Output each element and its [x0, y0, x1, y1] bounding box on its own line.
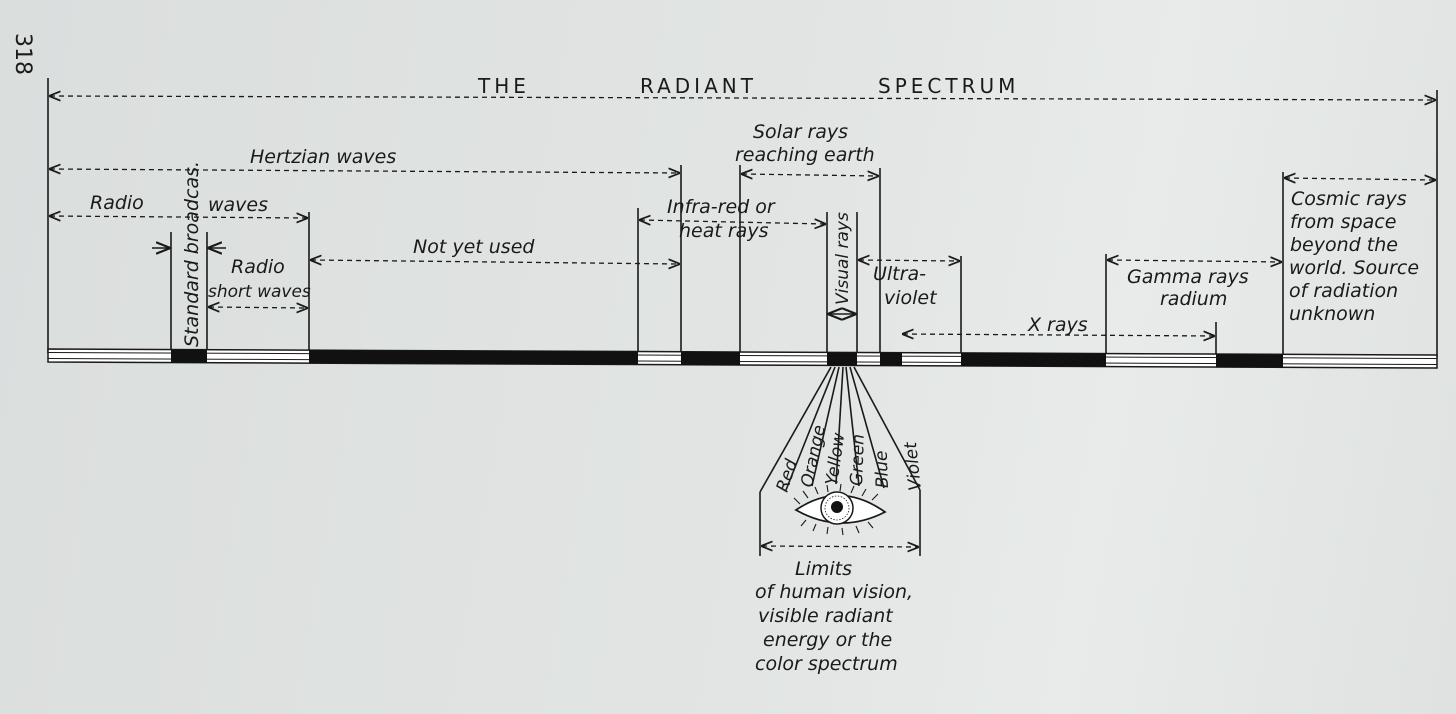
- label-ultraviolet-1: Ultra-: [873, 263, 926, 285]
- label-standard-broadcast: Standard broadcas.: [181, 161, 203, 347]
- label-radio-short-2: short waves: [208, 282, 311, 302]
- label-cosmic-6: unknown: [1289, 303, 1375, 325]
- label-ultraviolet-2: violet: [884, 287, 938, 309]
- title-word-radiant: RADIANT: [640, 74, 757, 98]
- color-label-violet: Violet: [901, 440, 926, 492]
- vision-line-1: Limits: [795, 558, 852, 580]
- bar-black-infrared: [681, 351, 740, 365]
- arrow-not-yet-used: [311, 260, 679, 264]
- bar-black-gamma: [1216, 354, 1283, 368]
- title-word-the: THE: [477, 74, 530, 98]
- arrow-cosmic-rays: [1285, 178, 1435, 180]
- label-solar-1: Solar rays: [753, 121, 848, 143]
- color-fan: [759, 366, 921, 493]
- label-visual-rays: Visual rays: [833, 212, 853, 305]
- label-radio-short-1: Radio: [231, 256, 285, 278]
- vision-line-5: color spectrum: [755, 653, 898, 675]
- spectrum-bar: [47, 348, 1438, 369]
- arrow-gamma-rays: [1108, 260, 1281, 262]
- bar-black-xrays: [961, 352, 1106, 367]
- label-cosmic-2: from space: [1290, 211, 1396, 233]
- label-gamma-1: Gamma rays: [1127, 266, 1249, 288]
- label-cosmic-3: beyond the: [1290, 234, 1398, 256]
- arrow-radio-waves: [50, 216, 307, 218]
- eye-icon: [793, 483, 887, 536]
- full-spectrum-arrow: [50, 96, 1435, 100]
- vision-line-3: visible radiant: [758, 605, 894, 627]
- label-cosmic-5: of radiation: [1289, 280, 1398, 302]
- arrow-infrared: [640, 220, 825, 224]
- label-solar-2: reaching earth: [735, 144, 875, 166]
- page-number: 318: [10, 33, 35, 75]
- arrow-solar-rays: [742, 174, 878, 176]
- title-word-spectrum: SPECTRUM: [878, 74, 1019, 98]
- label-cosmic-4: world. Source: [1289, 257, 1419, 279]
- label-cosmic-1: Cosmic rays: [1291, 188, 1407, 210]
- bar-black-ultraviolet: [880, 352, 902, 366]
- label-xrays: X rays: [1027, 314, 1088, 336]
- label-radio-waves: waves: [208, 194, 268, 216]
- arrow-vision-limits: [762, 546, 918, 547]
- label-infrared-2: heat rays: [679, 220, 769, 242]
- bar-black-not-yet-used: [309, 350, 638, 365]
- label-hertzian-waves: Hertzian waves: [250, 146, 396, 168]
- color-label-green: Green: [847, 434, 869, 487]
- arrow-xrays: [903, 334, 1214, 336]
- color-label-blue: Blue: [872, 450, 893, 488]
- label-not-yet-used: Not yet used: [413, 236, 535, 258]
- arrow-ultraviolet: [859, 260, 959, 261]
- arrow-radio-short-waves: [209, 307, 307, 308]
- label-infrared-1: Infra-red or: [667, 196, 776, 218]
- label-radio: Radio: [90, 192, 144, 214]
- vision-line-2: of human vision,: [755, 581, 913, 603]
- bar-black-visual: [827, 352, 857, 366]
- bar-black-standard-broadcast: [171, 349, 207, 363]
- label-gamma-2: radium: [1160, 288, 1227, 310]
- vision-line-4: energy or the: [763, 629, 892, 651]
- arrow-hertzian-waves: [50, 169, 679, 173]
